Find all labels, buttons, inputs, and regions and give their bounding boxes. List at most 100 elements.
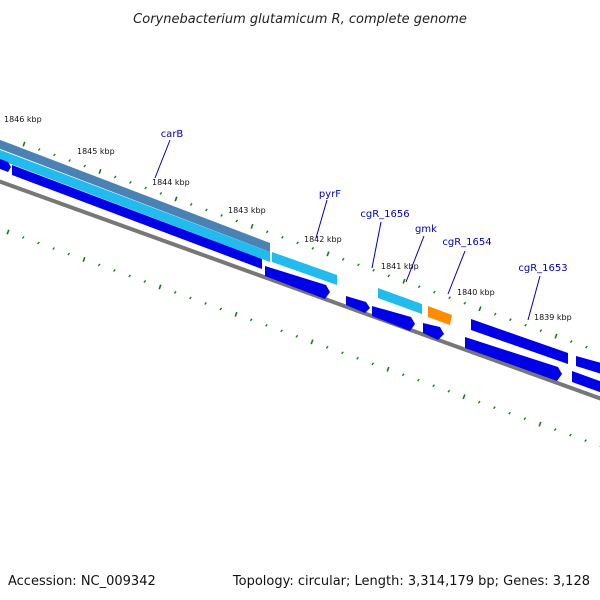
tick-mark — [128, 274, 131, 278]
tick-mark — [220, 213, 223, 217]
label-leader — [315, 199, 328, 239]
gene-cgR_1656[interactable] — [378, 288, 422, 314]
tick-mark — [356, 356, 359, 360]
tick-mark — [296, 241, 299, 245]
gene-pyrF[interactable] — [272, 252, 337, 285]
cds-arrow[interactable] — [572, 371, 600, 394]
tick-mark — [159, 191, 163, 195]
tick-mark — [189, 296, 192, 300]
tick-mark — [372, 268, 375, 272]
gene-labels: carB pyrF cgR_1656 gmk cgR_1654 cgR_1653 — [154, 129, 568, 321]
tick-mark — [493, 312, 497, 316]
cds-gmk[interactable] — [423, 323, 444, 340]
tick-mark — [219, 307, 223, 311]
tick-mark — [189, 202, 193, 206]
scale-labels: 1846 kbp 1845 kbp 1844 kbp 1843 kbp 1842… — [4, 115, 572, 322]
tick-mark — [509, 318, 512, 322]
scale-label: 1842 kbp — [304, 235, 342, 244]
tick-mark — [53, 153, 56, 157]
tick-mark — [265, 230, 269, 234]
gene-label-cgR_1653[interactable]: cgR_1653 — [518, 263, 567, 274]
tick-mark — [234, 311, 238, 317]
tick-mark — [158, 284, 162, 290]
cds-cgR_1656[interactable] — [372, 306, 415, 331]
scale-label: 1840 kbp — [457, 288, 495, 297]
tick-mark — [433, 290, 436, 294]
tick-mark — [280, 329, 283, 333]
label-leader — [371, 221, 382, 269]
label-leader — [154, 139, 171, 179]
tick-mark — [538, 421, 542, 427]
tick-mark — [463, 301, 467, 305]
tick-mark — [82, 256, 86, 262]
tick-mark — [401, 373, 405, 377]
tick-mark — [341, 257, 345, 261]
tick-mark — [585, 345, 588, 349]
genome-title: Corynebacterium glutamicum R, complete g… — [133, 12, 467, 27]
cds-arrow[interactable] — [265, 266, 330, 299]
gene-label-gmk[interactable]: gmk — [415, 224, 437, 235]
feature-track — [0, 138, 600, 394]
scale-label: 1843 kbp — [228, 206, 266, 215]
tick-mark — [250, 223, 254, 229]
tick-mark — [553, 428, 557, 432]
tick-mark — [326, 251, 330, 257]
label-leader — [527, 275, 541, 321]
accession-text: Accession: NC_009342 — [8, 574, 156, 589]
tick-mark — [281, 235, 284, 239]
tick-mark — [325, 345, 329, 349]
scale-label: 1841 kbp — [381, 262, 419, 271]
tick-mark — [205, 208, 208, 212]
tick-mark — [417, 285, 421, 289]
tick-mark — [37, 148, 41, 151]
cds-carB[interactable] — [12, 165, 262, 269]
cds-arrow[interactable] — [465, 337, 562, 381]
cds-arrow[interactable] — [0, 157, 11, 172]
genome-backbone — [0, 179, 600, 401]
tick-mark — [22, 141, 26, 147]
tick-mark — [448, 296, 451, 300]
gene-carB[interactable] — [0, 148, 270, 262]
tick-mark — [523, 417, 527, 421]
inner-tick-marks — [6, 229, 600, 448]
tick-mark — [524, 323, 527, 327]
genome-stats-text: Topology: circular; Length: 3,314,179 bp… — [232, 574, 590, 589]
tick-mark — [143, 279, 147, 283]
tick-mark — [265, 323, 268, 327]
gene-label-carB[interactable]: carB — [161, 129, 184, 140]
gene-label-pyrF[interactable]: pyrF — [319, 189, 341, 200]
tick-mark — [52, 247, 55, 250]
tick-mark — [539, 329, 543, 333]
tick-mark — [387, 274, 391, 278]
cds-cgR_1653[interactable] — [576, 356, 600, 375]
tick-mark — [357, 263, 360, 267]
gene-carB-outer[interactable] — [0, 138, 270, 252]
tick-mark — [129, 180, 132, 184]
tick-mark — [477, 400, 481, 404]
label-leader — [447, 250, 466, 295]
cds-arrow[interactable] — [346, 296, 370, 313]
scale-label: 1845 kbp — [77, 147, 115, 156]
tick-mark — [310, 339, 314, 345]
tick-mark — [493, 406, 496, 410]
tick-mark — [37, 241, 40, 245]
tick-mark — [295, 334, 299, 338]
scale-label: 1839 kbp — [534, 313, 572, 322]
tick-mark — [113, 268, 116, 272]
tick-mark — [432, 384, 435, 388]
tick-mark — [83, 164, 87, 168]
gene-label-cgR_1656[interactable]: cgR_1656 — [360, 209, 409, 220]
tick-mark — [386, 366, 390, 372]
tick-mark — [144, 186, 147, 190]
gene-label-cgR_1654[interactable]: cgR_1654 — [442, 237, 491, 248]
tick-mark — [21, 236, 25, 239]
gene-gmk-highlight[interactable] — [428, 306, 452, 325]
tick-mark — [68, 159, 71, 162]
tick-mark — [417, 378, 420, 382]
tick-mark — [97, 263, 101, 267]
cds-cgR_1654[interactable] — [471, 319, 568, 364]
tick-mark — [554, 333, 558, 339]
tick-mark — [113, 175, 117, 179]
tick-mark — [249, 318, 253, 322]
